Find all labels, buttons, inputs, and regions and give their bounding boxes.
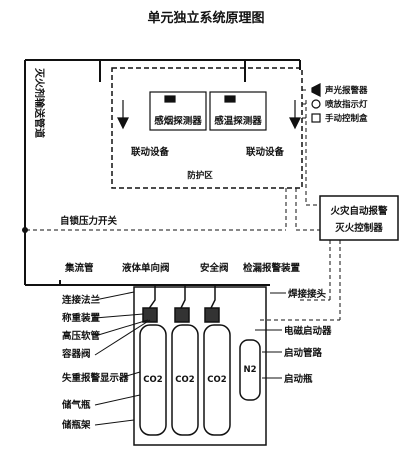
check-valve-label: 液体单向阀: [122, 262, 170, 274]
left-leaders: [94, 291, 151, 426]
weld-joint-label: 焊接接头: [288, 288, 327, 300]
bottle-rack-frame: [133, 286, 267, 446]
protect-zone-box: [111, 67, 303, 189]
linkage-left-label: 联动设备: [131, 146, 170, 158]
bottle-label-1: CO2: [143, 375, 162, 385]
agent-pipe-label: 灭火剂输送管道: [33, 67, 46, 138]
smoke-detector-label: 感烟探测器: [154, 115, 202, 127]
controller-box: [319, 195, 399, 241]
pressure-switch-icon: [22, 227, 28, 233]
safety-valve-label: 安全阀: [200, 262, 229, 274]
controller-line2: 灭火控制器: [334, 222, 383, 234]
hose-valves: [142, 285, 220, 323]
agent-pipe: [24, 59, 301, 275]
linkage-right-label: 联动设备: [246, 146, 285, 158]
manifold-label: 集流管: [64, 262, 94, 274]
bottle-label-4: N2: [243, 365, 256, 375]
bottle-label-2: CO2: [175, 375, 194, 385]
weight-loss-alarm-label: 失重报警显示器: [62, 372, 129, 384]
right-leaders: [255, 292, 286, 379]
start-pipe-label: 启动管路: [284, 347, 323, 359]
protect-zone-label: 防护区: [187, 170, 213, 181]
manifold: [24, 275, 270, 286]
legend-icons: [311, 83, 321, 123]
flange-label: 连接法兰: [62, 294, 101, 306]
weigh-label: 称重装置: [62, 312, 101, 324]
bottle-rack-label: 储瓶架: [62, 419, 91, 431]
legend-indicator-label: 喷放指示灯: [325, 99, 368, 110]
legend-manual-label: 手动控制盒: [325, 113, 368, 124]
pressure-switch-label: 自锁压力开关: [60, 215, 118, 227]
bottle-label-3: CO2: [207, 375, 226, 385]
cylinder-group: [139, 324, 261, 436]
controller-line1: 火灾自动报警: [330, 205, 388, 217]
diagram-title: 单元独立系统原理图: [147, 10, 264, 26]
signal-wiring: [26, 89, 341, 321]
legend-alarm-label: 声光报警器: [324, 85, 368, 96]
leak-detector-label: 检漏报警装置: [243, 262, 301, 274]
heat-detector-label: 感温探测器: [214, 115, 262, 127]
container-valve-label: 容器阀: [61, 348, 91, 360]
solenoid-label: 电磁启动器: [284, 325, 332, 337]
hose-label: 高压软管: [62, 330, 101, 342]
detector-row: [117, 91, 301, 131]
start-bottle-label: 启动瓶: [284, 373, 313, 385]
storage-bottle-label: 储气瓶: [62, 399, 91, 411]
